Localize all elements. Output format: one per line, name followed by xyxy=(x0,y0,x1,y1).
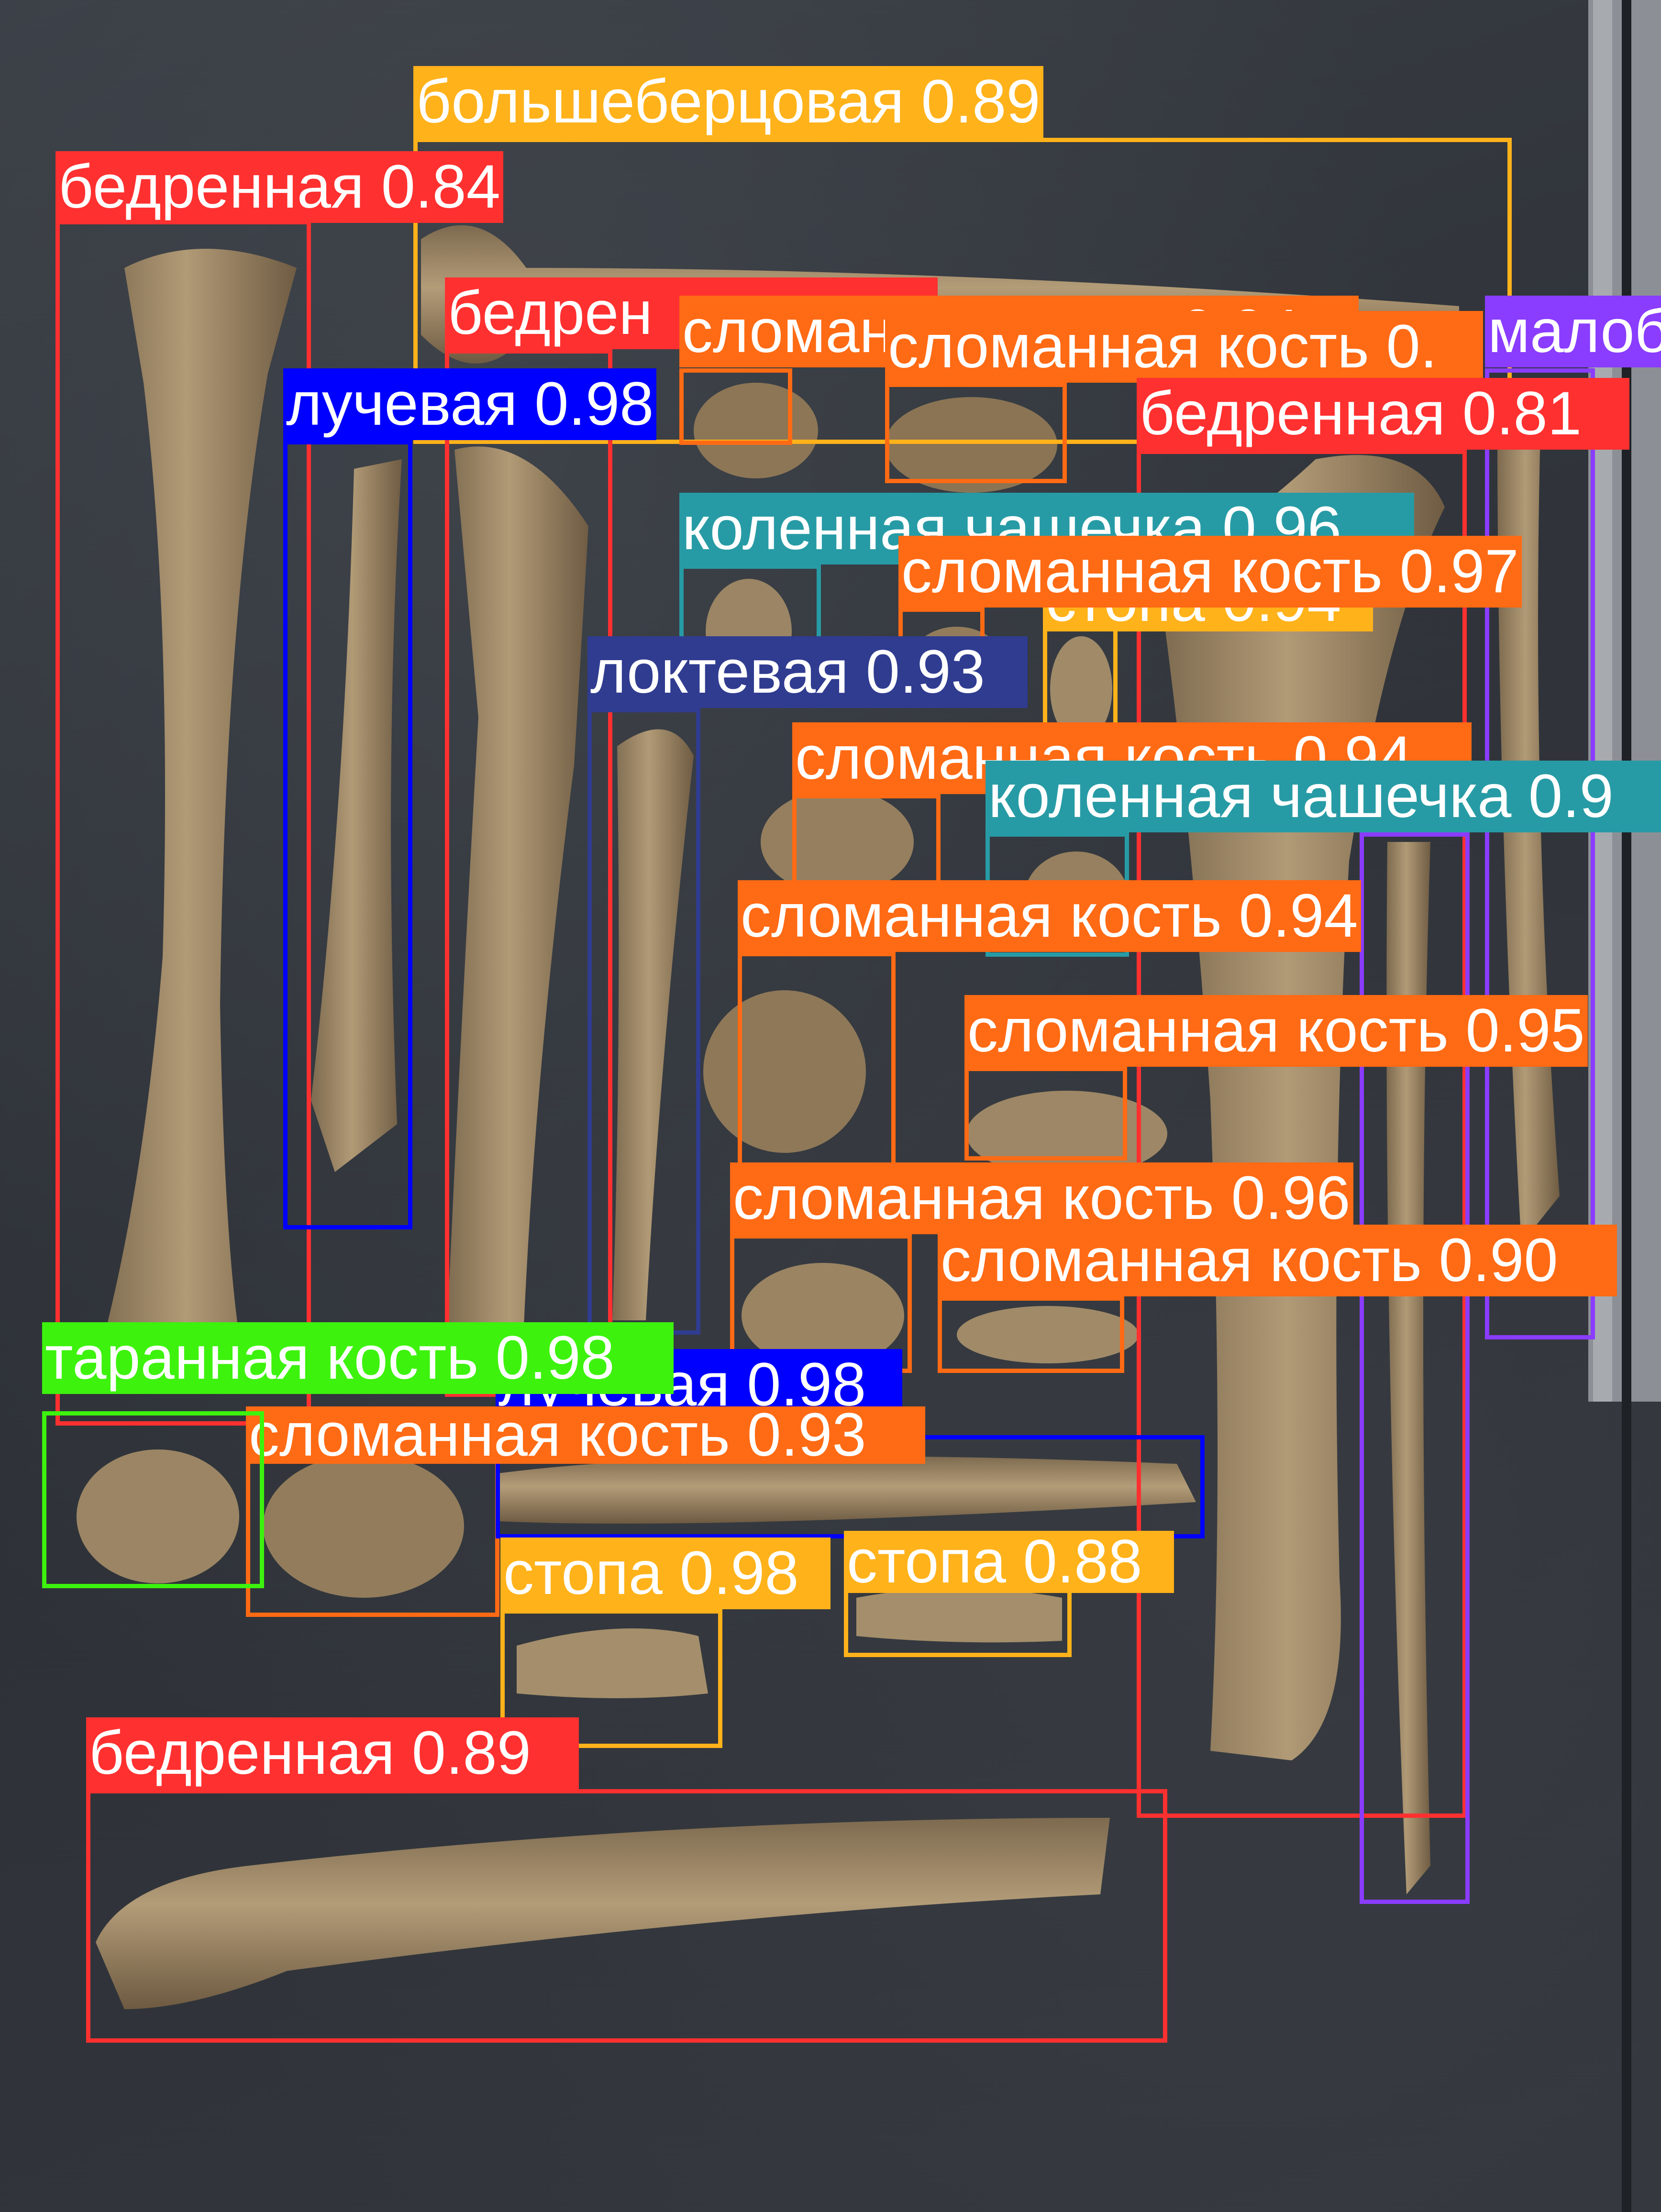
detection-box-broken-bone xyxy=(938,1296,1124,1373)
board-edge xyxy=(1588,0,1661,2212)
detection-label-femur: бедренная 0.81 xyxy=(1137,378,1629,450)
detection-box-fibula xyxy=(1485,368,1595,1339)
detection-box-broken-bone xyxy=(679,368,792,445)
detection-label-broken-bone: сломанная кость 0.95 xyxy=(964,995,1588,1067)
detection-label-broken-bone: сломанная кость 0.90 xyxy=(938,1225,1617,1296)
detection-label-broken-bone: сломанная кость 0.97 xyxy=(898,536,1522,608)
detection-box-femur xyxy=(1137,450,1467,1818)
detection-box-tibia xyxy=(413,138,1512,444)
detection-label-fibula: малоб xyxy=(1485,296,1661,367)
detection-box-talus xyxy=(42,1411,264,1588)
detection-label-ulna: локтевая 0.93 xyxy=(587,636,1028,708)
detection-label-broken-bone: сломанная кость 0.94 xyxy=(738,880,1361,952)
detection-label-broken-bone: сломанная кость 0.93 xyxy=(246,1406,925,1464)
detection-label-patella: коленная чашечка 0.9 xyxy=(986,761,1661,832)
detection-box-radius xyxy=(283,440,412,1229)
detection-box-femur xyxy=(86,1789,1167,2043)
detection-box-broken-bone xyxy=(792,794,941,890)
detection-label-broken-bone: сломанная кость 0.96 xyxy=(730,1162,1353,1234)
detection-box-broken-bone xyxy=(738,952,896,1167)
detection-label-tibia: большеберцовая 0.89 xyxy=(413,66,1043,138)
detection-label-foot: стопа 0.88 xyxy=(844,1531,1174,1593)
detection-box-broken-bone xyxy=(885,383,1067,483)
detection-label-femur: бедренная 0.89 xyxy=(86,1717,579,1789)
detection-label-foot: стопа 0.98 xyxy=(500,1537,830,1609)
detection-box-foot xyxy=(500,1609,722,1748)
detection-box-foot xyxy=(844,1588,1072,1657)
detection-box-broken-bone xyxy=(964,1067,1127,1161)
detection-box-femur xyxy=(55,220,311,1426)
detection-label-talus: таранная кость 0.98 xyxy=(42,1322,674,1394)
detection-label-broken-bone: сломанная кость 0. xyxy=(885,311,1483,383)
detection-label-femur: бедренная 0.84 xyxy=(55,151,503,223)
detection-label-radius: лучевая 0.98 xyxy=(283,368,657,440)
detection-box-ulna xyxy=(587,708,700,1335)
detection-box-fibula xyxy=(1360,832,1470,1904)
